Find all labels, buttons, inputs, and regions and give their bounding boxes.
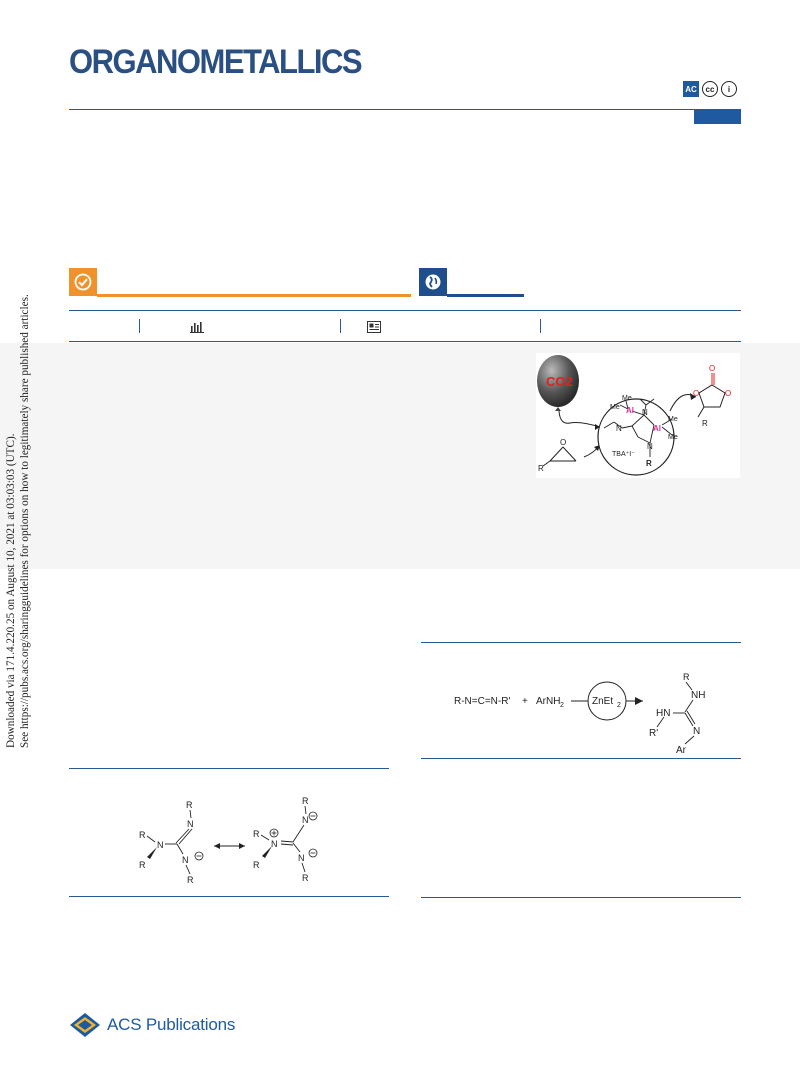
product-r: R [683,672,690,682]
download-notice-line: Downloaded via 171.4.220.25 on August 10… [5,433,17,748]
nitrogen-label: N [616,424,622,433]
tba-salt-label: TBA⁺I⁻ [612,451,635,458]
checkmark-icon [74,273,92,291]
nitrogen-label: N [647,442,653,451]
epoxide-r: R [538,464,544,473]
scheme-bottom-rule [421,758,741,759]
publisher-name: ACS Publications [107,1015,236,1034]
guanidinate-resonance-scheme: R N N R R N R R N N R R [69,784,389,885]
methyl-label: Me [668,434,678,441]
attribution-icon[interactable]: i [721,81,737,97]
author-choice-icon[interactable]: AC [683,81,699,97]
metrics-chart-icon[interactable] [190,320,204,333]
open-access-badge[interactable] [69,268,97,296]
ring-oxygen: O [725,389,731,398]
nitrogen-label: N [302,815,309,825]
article-type-tab [694,110,741,124]
creative-commons-icon[interactable]: cc [702,81,718,97]
r-label: R [186,800,193,810]
r-label: R [253,860,260,870]
product-r: R [702,419,708,428]
nitrogen-label: N [182,855,189,865]
acs-hexagon-icon [70,1013,100,1037]
product-rprime: R' [649,728,658,739]
product-nh: NH [691,690,705,701]
ring-oxygen: O [693,389,699,398]
license-icons: AC cc i [683,81,737,97]
nitrogen-label: N [298,853,305,863]
global-access-bar [447,294,524,297]
download-notice-line: See https://pubs.acs.org/sharingguidelin… [19,294,31,748]
scheme-top-rule [69,768,389,769]
carbonyl-oxygen: O [709,364,715,373]
toc-graphic[interactable]: CO2 O R Me Me Al N N [536,353,740,478]
balloon-shape [537,355,579,407]
methyl-label: Me [622,395,632,402]
metrics-divider [139,319,140,333]
journal-title: ORGANOMETALLICS [69,42,363,81]
epoxide-oxygen: O [560,438,566,447]
product-n: N [693,726,700,737]
metrics-top-rule [69,310,741,311]
plus-sign: + [522,696,528,707]
r-label: R [187,875,194,884]
acs-publications-logo[interactable]: ACS Publications [69,1012,235,1038]
catalyst-subscript: 2 [617,702,621,709]
metrics-divider [340,319,341,333]
nitrogen-label: N [271,839,278,849]
methyl-label: Me [610,404,620,411]
globe-icon [425,274,441,290]
guanidine-synthesis-scheme: R-N=C=N-R' + ArNH 2 ZnEt 2 R NH HN R' N … [421,660,741,756]
scheme-top-rule [421,642,741,643]
nitrogen-label: N [187,819,194,829]
product-hn: HN [656,708,670,719]
r-label: R [253,829,260,839]
metrics-divider [540,319,541,333]
aniline-subscript: 2 [560,702,564,709]
global-access-badge[interactable] [419,268,447,296]
carbodiimide-label: R-N=C=N-R' [454,696,510,707]
nitrogen-label: N [157,840,164,850]
scheme-bottom-rule [69,896,389,897]
catalyst-label: ZnEt [592,696,613,707]
co2-label: CO2 [546,374,573,389]
product-ar: Ar [676,745,687,755]
download-notice: Downloaded via 171.4.220.25 on August 10… [4,294,31,748]
r-label: R [302,873,309,883]
r-label: R [302,796,309,806]
aluminium-label: Al [626,406,634,415]
section-rule [421,897,741,898]
header-rule [69,109,741,110]
article-recommendations-icon[interactable] [367,320,381,333]
r-label: R [139,830,146,840]
methyl-label: Me [668,416,678,423]
nitrogen-label: N [642,408,648,417]
r-label: R [139,860,146,870]
open-access-bar [97,294,411,297]
aluminium-label: Al [653,424,661,433]
r-label: R [646,459,652,468]
metrics-bottom-rule [69,341,741,342]
aniline-label: ArNH [536,696,560,707]
